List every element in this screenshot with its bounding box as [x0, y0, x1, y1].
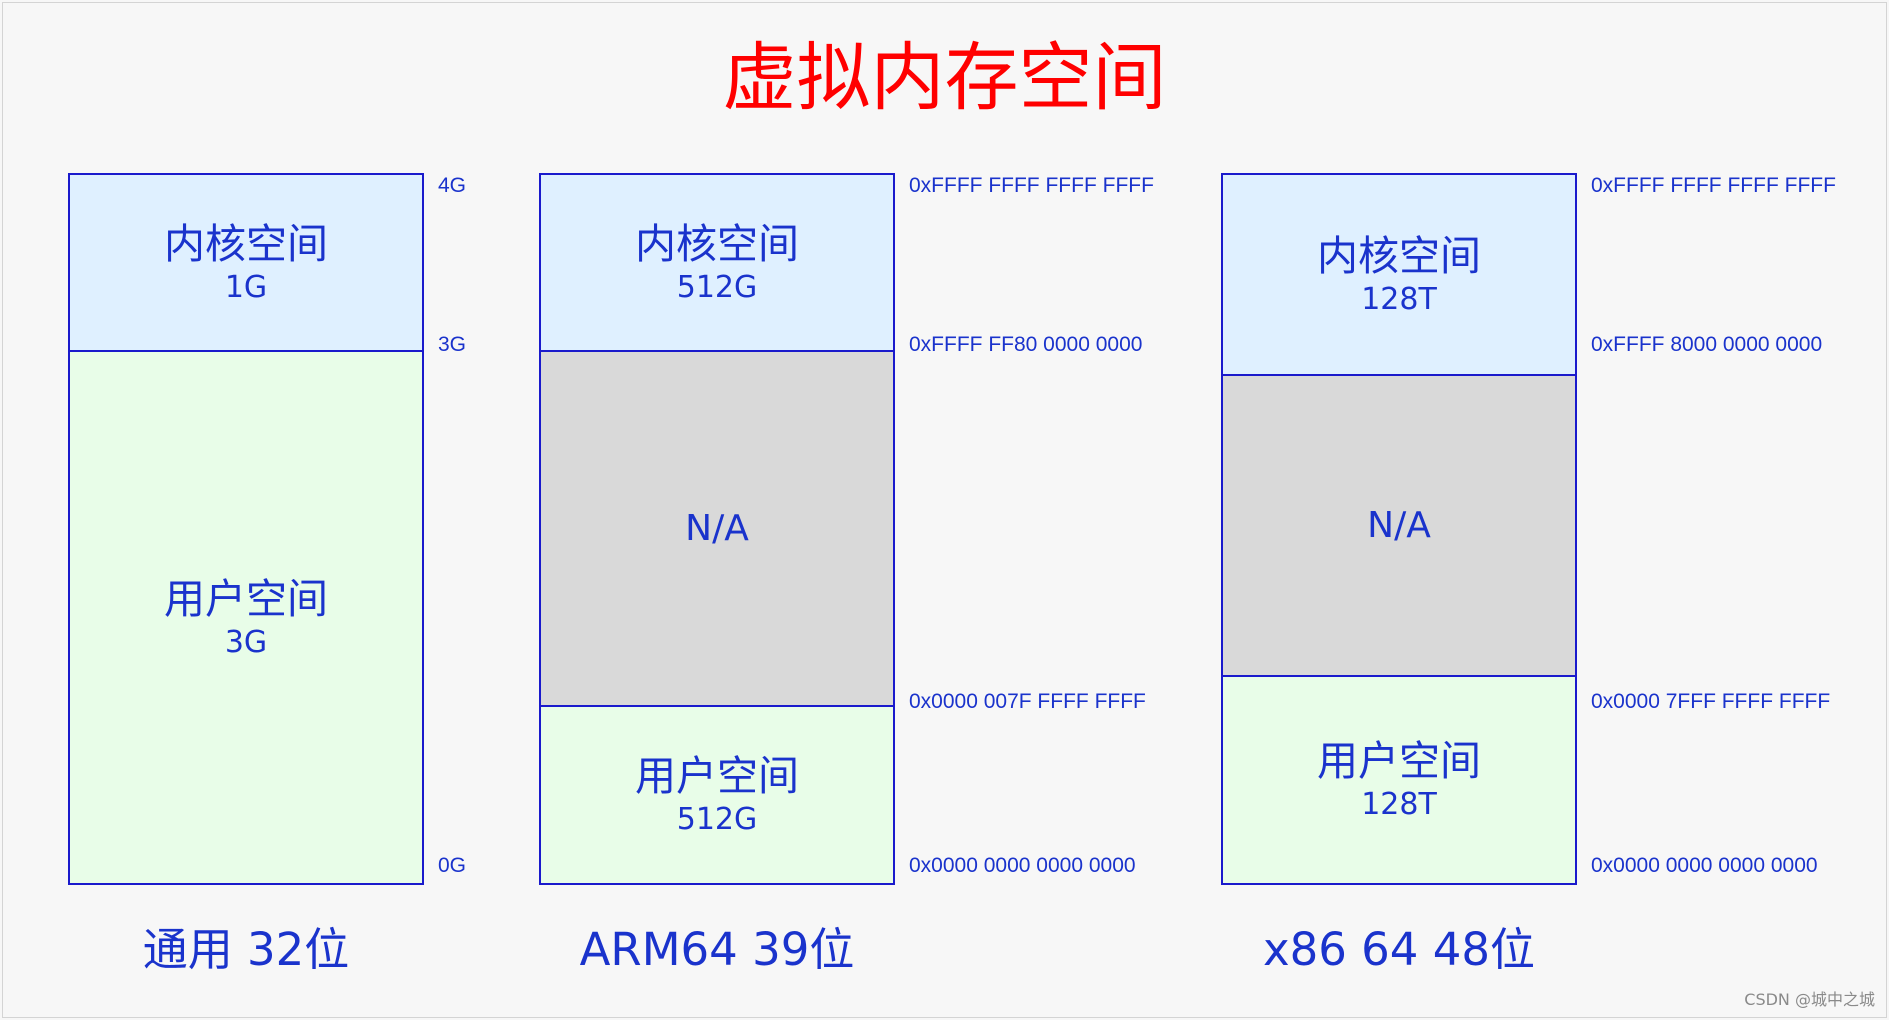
column-x86-64: 内核空间 128T N/A 用户空间 128T — [1221, 173, 1577, 885]
column-caption: ARM64 39位 — [579, 923, 855, 976]
gap-label: N/A — [685, 507, 749, 549]
kernel-space-label: 内核空间 — [1317, 231, 1481, 280]
unused-gap-block: N/A — [539, 352, 895, 707]
user-space-label: 用户空间 — [164, 574, 328, 623]
user-space-label: 用户空间 — [635, 752, 799, 800]
kernel-space-size: 512G — [676, 269, 758, 305]
column-caption: x86 64 48位 — [1262, 923, 1536, 976]
user-space-size: 512G — [676, 802, 758, 837]
kernel-space-block: 内核空间 512G — [539, 173, 895, 352]
kernel-space-size: 128T — [1361, 281, 1437, 317]
csdn-watermark: CSDN @城中之城 — [1744, 990, 1875, 1009]
address-kernel-bottom: 0xFFFF FF80 0000 0000 — [909, 333, 1143, 356]
address-bottom: 0x0000 0000 0000 0000 — [909, 854, 1136, 877]
user-space-block: 用户空间 128T — [1221, 677, 1577, 885]
user-space-size: 128T — [1361, 787, 1437, 822]
address-top: 4G — [438, 174, 467, 197]
user-space-label: 用户空间 — [1317, 737, 1481, 785]
unused-gap-block: N/A — [1221, 376, 1577, 677]
kernel-space-label: 内核空间 — [635, 219, 799, 268]
address-user-top: 0x0000 7FFF FFFF FFFF — [1591, 690, 1831, 713]
diagram-title: 虚拟内存空间 — [722, 35, 1167, 121]
user-space-block: 用户空间 3G — [68, 352, 424, 885]
user-space-size: 3G — [224, 624, 268, 660]
kernel-space-block: 内核空间 128T — [1221, 173, 1577, 376]
user-space-block: 用户空间 512G — [539, 707, 895, 885]
kernel-space-size: 1G — [224, 269, 268, 305]
column-arm64: 内核空间 512G N/A 用户空间 512G — [539, 173, 895, 885]
address-bottom: 0x0000 0000 0000 0000 — [1591, 854, 1818, 877]
kernel-space-block: 内核空间 1G — [68, 173, 424, 352]
column-32bit: 内核空间 1G 用户空间 3G — [68, 173, 424, 885]
gap-label: N/A — [1367, 504, 1431, 546]
address-bottom: 0G — [438, 854, 467, 877]
address-user-top: 0x0000 007F FFFF FFFF — [909, 690, 1146, 713]
address-kernel-bottom: 3G — [438, 333, 467, 356]
column-caption: 通用 32位 — [142, 923, 350, 976]
address-kernel-bottom: 0xFFFF 8000 0000 0000 — [1591, 333, 1823, 356]
address-top: 0xFFFF FFFF FFFF FFFF — [1591, 174, 1836, 197]
address-top: 0xFFFF FFFF FFFF FFFF — [909, 174, 1154, 197]
kernel-space-label: 内核空间 — [164, 219, 328, 268]
